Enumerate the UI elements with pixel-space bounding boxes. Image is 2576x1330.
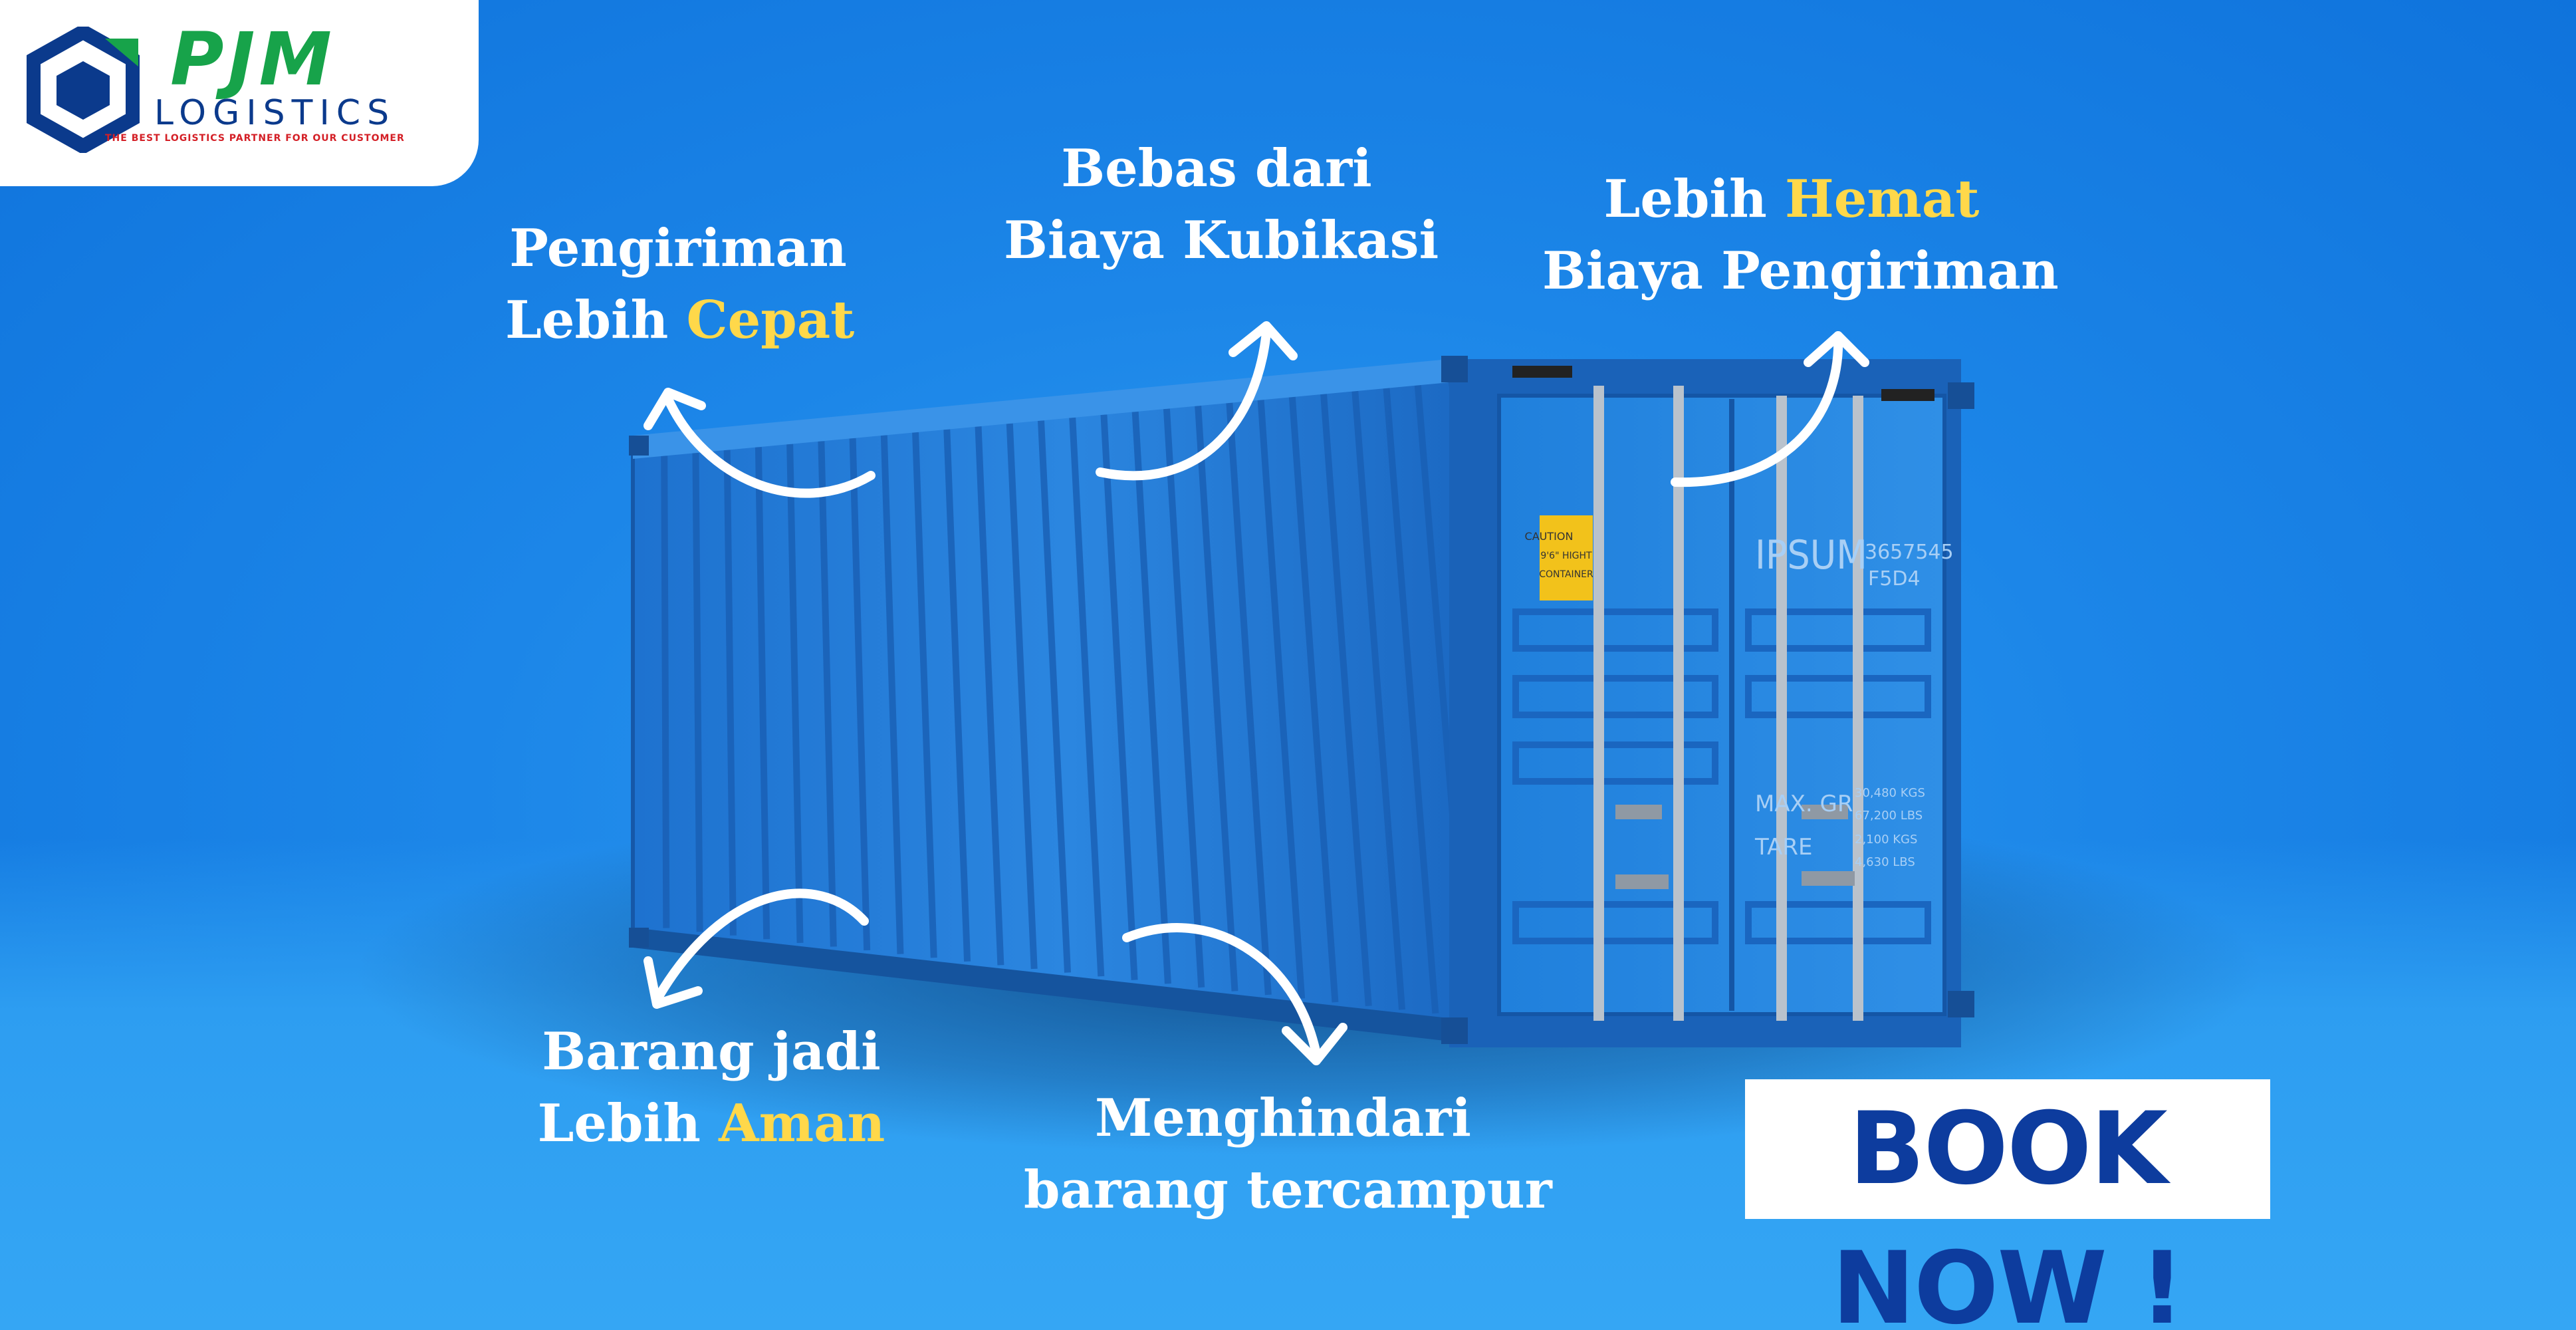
container-rib xyxy=(1320,394,1372,1007)
serial-number: 3657545 xyxy=(1865,541,1954,564)
logo-panel[interactable]: PJM LOGISTICS THE BEST LOGISTICS PARTNER… xyxy=(0,0,479,186)
cube-logo-icon xyxy=(27,27,140,153)
feature-no-cubic: Bebas dari Biaya Kubikasi xyxy=(1004,133,1439,277)
container-rib xyxy=(880,435,904,954)
container-rib xyxy=(1006,423,1038,970)
feature-cheaper-highlight: Hemat xyxy=(1785,169,1980,229)
type-code: F5D4 xyxy=(1868,567,1921,591)
container-rib xyxy=(912,432,937,958)
container-rib xyxy=(1257,400,1306,999)
arrow-mixed-icon xyxy=(1122,923,1321,1059)
container-rib xyxy=(1100,414,1138,980)
feature-safe-line2: Lebih Aman xyxy=(537,1093,885,1154)
feature-cheaper-line1: Lebih Hemat xyxy=(1603,169,1980,229)
arrow-cheaper-icon xyxy=(1671,331,1843,487)
container-rib xyxy=(1383,388,1439,1014)
feature-no-mixing-line2: barang tercampur xyxy=(1024,1160,1552,1220)
feature-fast-line2: Lebih Cepat xyxy=(505,290,855,350)
container-rib xyxy=(755,447,770,940)
feature-cheaper-line2: Biaya Pengiriman xyxy=(1542,241,2059,301)
book-now-button[interactable]: BOOK NOW ! xyxy=(1745,1079,2270,1330)
container-rib xyxy=(818,441,837,947)
arrow-cubic-icon xyxy=(1096,328,1271,481)
brand-tagline: THE BEST LOGISTICS PARTNER FOR OUR CUSTO… xyxy=(105,133,405,144)
container-rib xyxy=(975,426,1004,966)
container-rib xyxy=(1195,406,1238,992)
container-rib xyxy=(1038,420,1071,973)
feature-no-cubic-line2: Biaya Kubikasi xyxy=(1004,210,1439,271)
container-rib xyxy=(1131,411,1171,984)
owner-code: IPSUM xyxy=(1755,532,1867,579)
feature-no-mixing: Menghindari barang tercampur xyxy=(1024,1083,1552,1226)
weight-2: 67,200 LBS xyxy=(1855,809,1923,823)
tare-label: TARE xyxy=(1754,834,1813,861)
container-rib xyxy=(1351,390,1406,1010)
container-rib xyxy=(1226,402,1272,996)
weight-1: 30,480 KGS xyxy=(1855,786,1925,800)
feature-fast-line1: Pengiriman xyxy=(509,218,847,279)
container-rib xyxy=(661,456,670,928)
feature-safe: Barang jadi Lebih Aman xyxy=(532,1016,891,1160)
container-rib xyxy=(692,453,703,932)
feature-no-mixing-line1: Menghindari xyxy=(1094,1088,1472,1148)
container-rib xyxy=(943,429,971,962)
container-rib xyxy=(1288,396,1339,1003)
feature-safe-line1: Barang jadi xyxy=(542,1021,881,1082)
container-rib xyxy=(723,450,737,936)
sticker-line-3: CONTAINER xyxy=(1539,569,1593,580)
weight-4: 4,630 LBS xyxy=(1855,855,1915,869)
arrow-safe-icon xyxy=(653,888,869,1002)
container-rib xyxy=(786,444,804,943)
feature-fast-highlight: Cepat xyxy=(686,290,855,350)
sticker-line-2: 9'6" HIGHT xyxy=(1540,551,1592,561)
brand-subtitle: LOGISTICS xyxy=(154,93,396,133)
feature-fast: Pengiriman Lebih Cepat xyxy=(505,213,855,356)
container-rib xyxy=(1163,408,1205,988)
max-gross-label: MAX. GR xyxy=(1755,791,1853,817)
arrow-fast-icon xyxy=(663,394,876,498)
brand-name: PJM xyxy=(170,17,336,102)
sticker-line-1: CAUTION xyxy=(1525,530,1574,543)
container-rib xyxy=(1069,417,1105,977)
feature-safe-highlight: Aman xyxy=(719,1093,885,1154)
container-rib xyxy=(849,438,871,951)
feature-no-cubic-line1: Bebas dari xyxy=(1061,138,1372,199)
weight-3: 2,100 KGS xyxy=(1855,833,1917,847)
feature-cheaper: Lebih Hemat Biaya Pengiriman xyxy=(1542,164,2059,307)
